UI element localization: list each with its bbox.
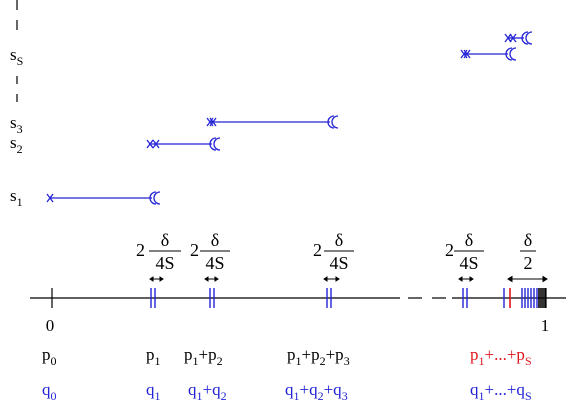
svg-text:2: 2 bbox=[445, 240, 454, 260]
q-label-3: q1+q2+q3 bbox=[285, 380, 348, 403]
svg-text:δ: δ bbox=[465, 230, 473, 250]
q-label-s: q1+...+qS bbox=[470, 380, 532, 403]
p-label-0: p0 bbox=[42, 345, 57, 368]
arrow-1 bbox=[149, 276, 164, 282]
svg-text:4S: 4S bbox=[459, 253, 478, 273]
axis-label-zero: 0 bbox=[46, 316, 55, 335]
svg-text:δ: δ bbox=[524, 230, 532, 250]
svg-text:4S: 4S bbox=[205, 253, 224, 273]
svg-text:4S: 4S bbox=[155, 253, 174, 273]
arrow-3 bbox=[323, 276, 340, 282]
svg-text:2: 2 bbox=[190, 240, 199, 260]
width-label-2: 2 δ 4S bbox=[190, 230, 230, 273]
segment-s2 bbox=[146, 137, 221, 151]
width-label-3: 2 δ 4S bbox=[313, 230, 354, 273]
segment-s3 bbox=[206, 115, 339, 129]
width-label-1: 2 δ 4S bbox=[136, 230, 181, 273]
arrow-2 bbox=[204, 276, 219, 282]
p-label-3: p1+p2+p3 bbox=[287, 345, 350, 368]
axis-label-one: 1 bbox=[541, 316, 550, 335]
svg-text:2: 2 bbox=[136, 240, 145, 260]
q-label-1: q1 bbox=[146, 380, 161, 403]
axis-marks-black-cluster bbox=[538, 288, 546, 308]
q-label-2: q1+q2 bbox=[188, 380, 227, 403]
arrow-5 bbox=[507, 275, 548, 283]
interval-segments bbox=[46, 31, 533, 205]
segment-s1 bbox=[46, 191, 161, 205]
p-label-s: p1+...+pS bbox=[470, 345, 532, 368]
svg-text:2: 2 bbox=[524, 253, 533, 273]
width-label-4: 2 δ 4S bbox=[445, 230, 484, 273]
segment-ss-upper bbox=[504, 31, 533, 45]
width-arrows bbox=[149, 275, 548, 283]
width-label-5: δ 2 bbox=[520, 230, 536, 273]
segment-ss-lower bbox=[460, 47, 517, 61]
row-label-s-3: s3 bbox=[10, 113, 23, 136]
svg-text:δ: δ bbox=[161, 230, 169, 250]
svg-text:2: 2 bbox=[313, 240, 322, 260]
svg-text:δ: δ bbox=[335, 230, 343, 250]
axis-marks-blue bbox=[150, 288, 538, 308]
q-label-0: q0 bbox=[42, 380, 57, 403]
p-label-1: p1 bbox=[146, 345, 161, 368]
main-axis bbox=[30, 288, 566, 308]
arrow-4 bbox=[458, 276, 474, 282]
p-label-2: p1+p2 bbox=[184, 345, 223, 368]
row-label-s-1: s1 bbox=[10, 186, 23, 209]
row-label-s-s: sS bbox=[10, 45, 23, 68]
row-label-s-2: s2 bbox=[10, 133, 23, 156]
svg-text:δ: δ bbox=[211, 230, 219, 250]
svg-text:4S: 4S bbox=[329, 253, 348, 273]
